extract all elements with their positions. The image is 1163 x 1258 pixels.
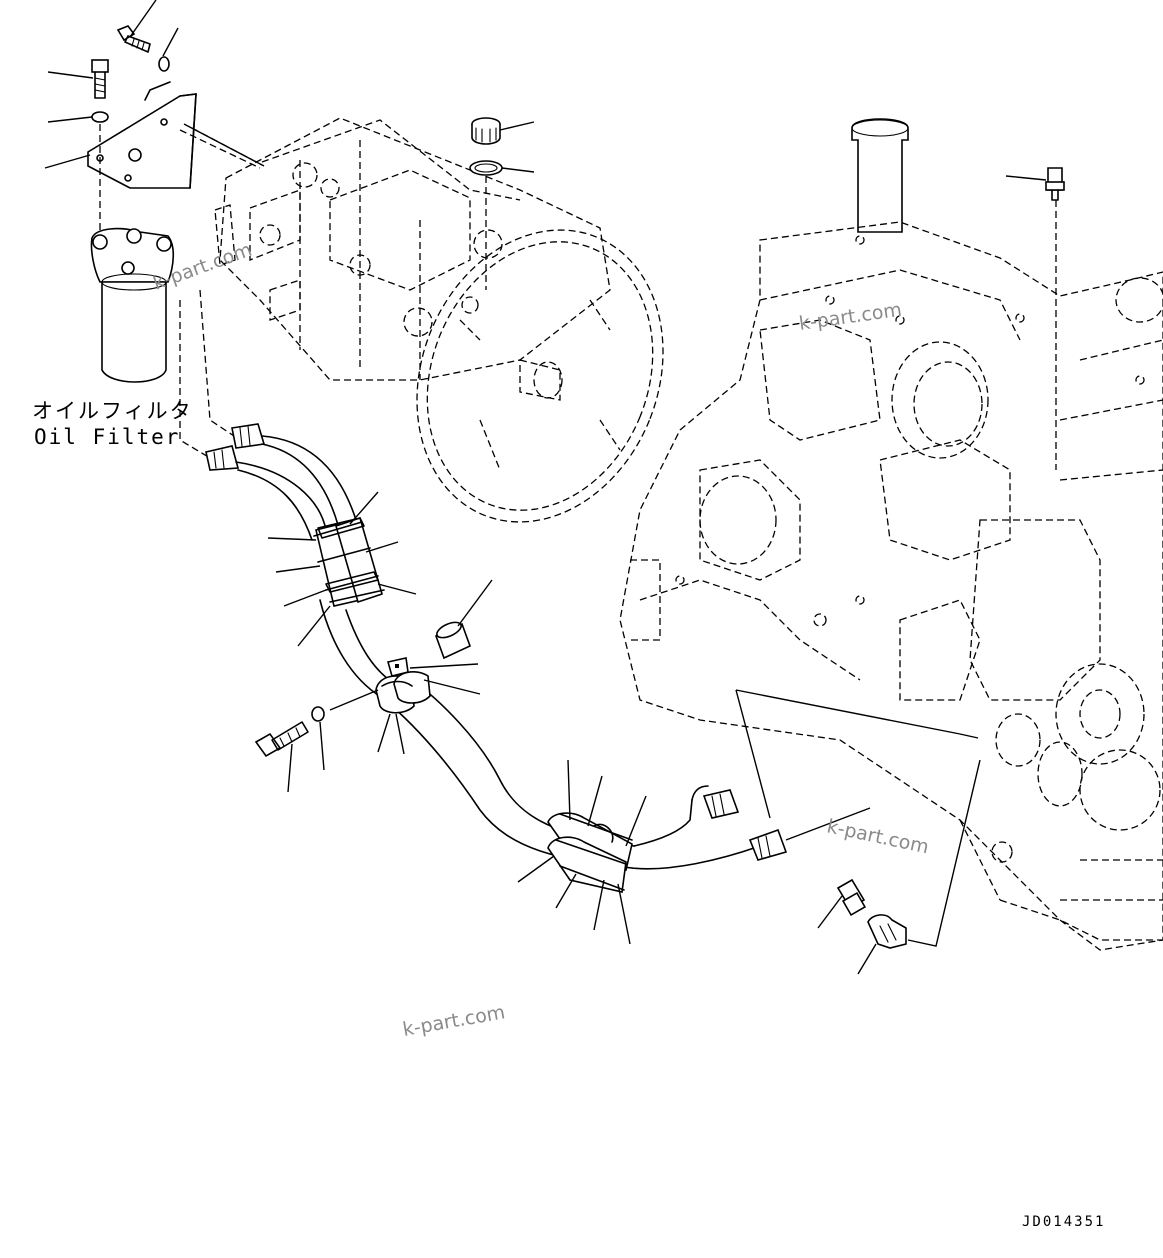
oil-filter-label-jp: オイルフィルタ — [32, 399, 193, 423]
drawing-code: JD014351 — [1022, 1214, 1105, 1230]
watermark: k-part.com — [401, 1001, 507, 1041]
breather-cap — [469, 117, 503, 290]
engine — [619, 118, 1163, 951]
washer-left — [91, 111, 109, 123]
bracket-hardware — [44, 0, 263, 230]
clamp-group-1 — [267, 491, 417, 647]
oil-filter — [90, 227, 175, 383]
clamp-group-3 — [517, 759, 647, 945]
watermark: k-part.com — [798, 299, 904, 335]
sleeve — [434, 579, 493, 660]
top-right-fitting — [1005, 167, 1065, 201]
hydraulic-pump — [214, 117, 664, 523]
elbow-fitting — [817, 759, 981, 975]
oil-hose — [179, 289, 871, 870]
clamp-bolt — [254, 706, 325, 793]
watermark: k-part.com — [825, 815, 931, 858]
washer-top — [158, 56, 170, 72]
oil-filter-label-en: Oil Filter — [34, 425, 180, 449]
bolt-top — [116, 25, 151, 53]
bolt-left — [91, 59, 109, 99]
filter-bracket — [87, 81, 197, 189]
clamp-group-2 — [329, 657, 481, 755]
